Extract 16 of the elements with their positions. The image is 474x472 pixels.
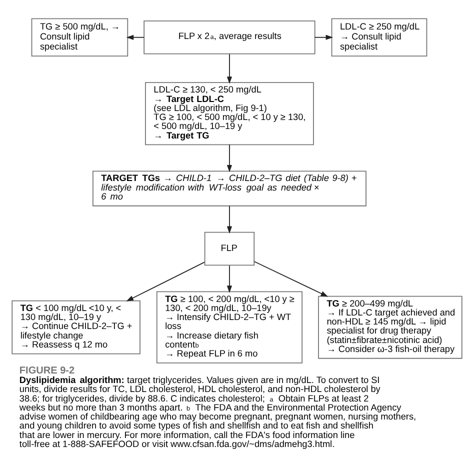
arrow [226, 206, 232, 234]
diagram-title: FIGURE 9-2 [19, 366, 75, 377]
node-box: TG ≥ 200–499 mg/dL → If LDL-C target achieved and non-HDL ≥ 145 mg/dL → lipid specialist for drug therapy (statin±fibrate±nicotinic acid) → Consider ω-3 fish-oil therapy [318, 296, 462, 359]
arrow [226, 265, 232, 293]
arrow [126, 34, 144, 40]
node-box: LDL-C ≥ 250 mg/dL → Consult lipid specialist [331, 18, 428, 57]
node-box: TG < 100 mg/dL <10 y, < 130 mg/dL, 10–19 y → Continue CHILD-2–TG + lifestyle change → Reassess q 12 mo [12, 300, 140, 354]
node-box: TG ≥ 500 mg/dL, → Consult lipid specialist [31, 18, 128, 57]
arrow [226, 144, 232, 172]
arrow [226, 54, 232, 84]
node-box: TARGET TGs → CHILD-1 → CHILD-2–TG diet (Table 9-8) + lifestyle modification with WT-loss goal as needed × 6 mo [92, 170, 366, 206]
node-box: LDL-C ≥ 130, < 250 mg/dL → Target LDL-C (see LDL algorithm, Fig 9-1) TG ≥ 100, < 500 mg/dL, < 10 y ≥ 130, < 500 mg/dL, 10–19 y → Target TG [145, 82, 314, 146]
arrow [126, 262, 205, 302]
arrow [254, 261, 328, 297]
node-box: FLP [204, 232, 255, 266]
arrow [314, 34, 334, 40]
